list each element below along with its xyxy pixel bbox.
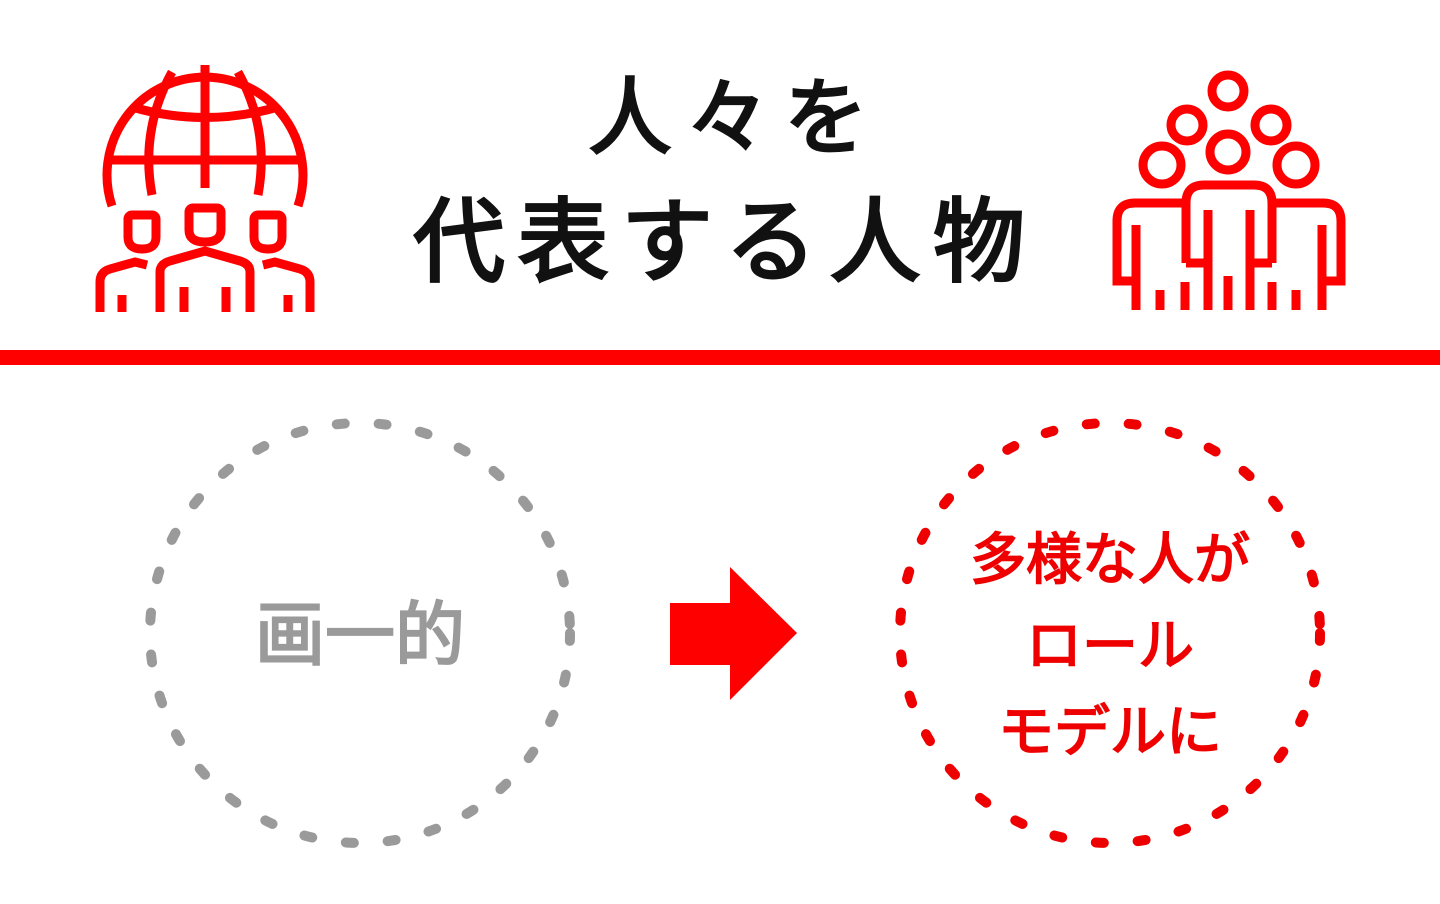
diverse-line-2: ロール bbox=[1026, 614, 1194, 679]
diverse-label: 多様な人が ロール モデルに bbox=[900, 518, 1320, 776]
arrow-right-icon bbox=[670, 567, 797, 700]
diverse-circle bbox=[895, 418, 1325, 848]
title-line-1: 人々を bbox=[587, 69, 882, 167]
globe-people-icon bbox=[95, 65, 315, 312]
diverse-line-1: 多様な人が bbox=[970, 528, 1250, 593]
uniform-circle bbox=[145, 418, 575, 848]
uniform-label: 画一的 bbox=[255, 594, 465, 676]
diverse-line-3: モデルに bbox=[998, 700, 1222, 765]
divider bbox=[0, 350, 1440, 365]
title-line-2: 代表する人物 bbox=[412, 189, 1037, 296]
crowd-icon bbox=[1112, 70, 1346, 310]
